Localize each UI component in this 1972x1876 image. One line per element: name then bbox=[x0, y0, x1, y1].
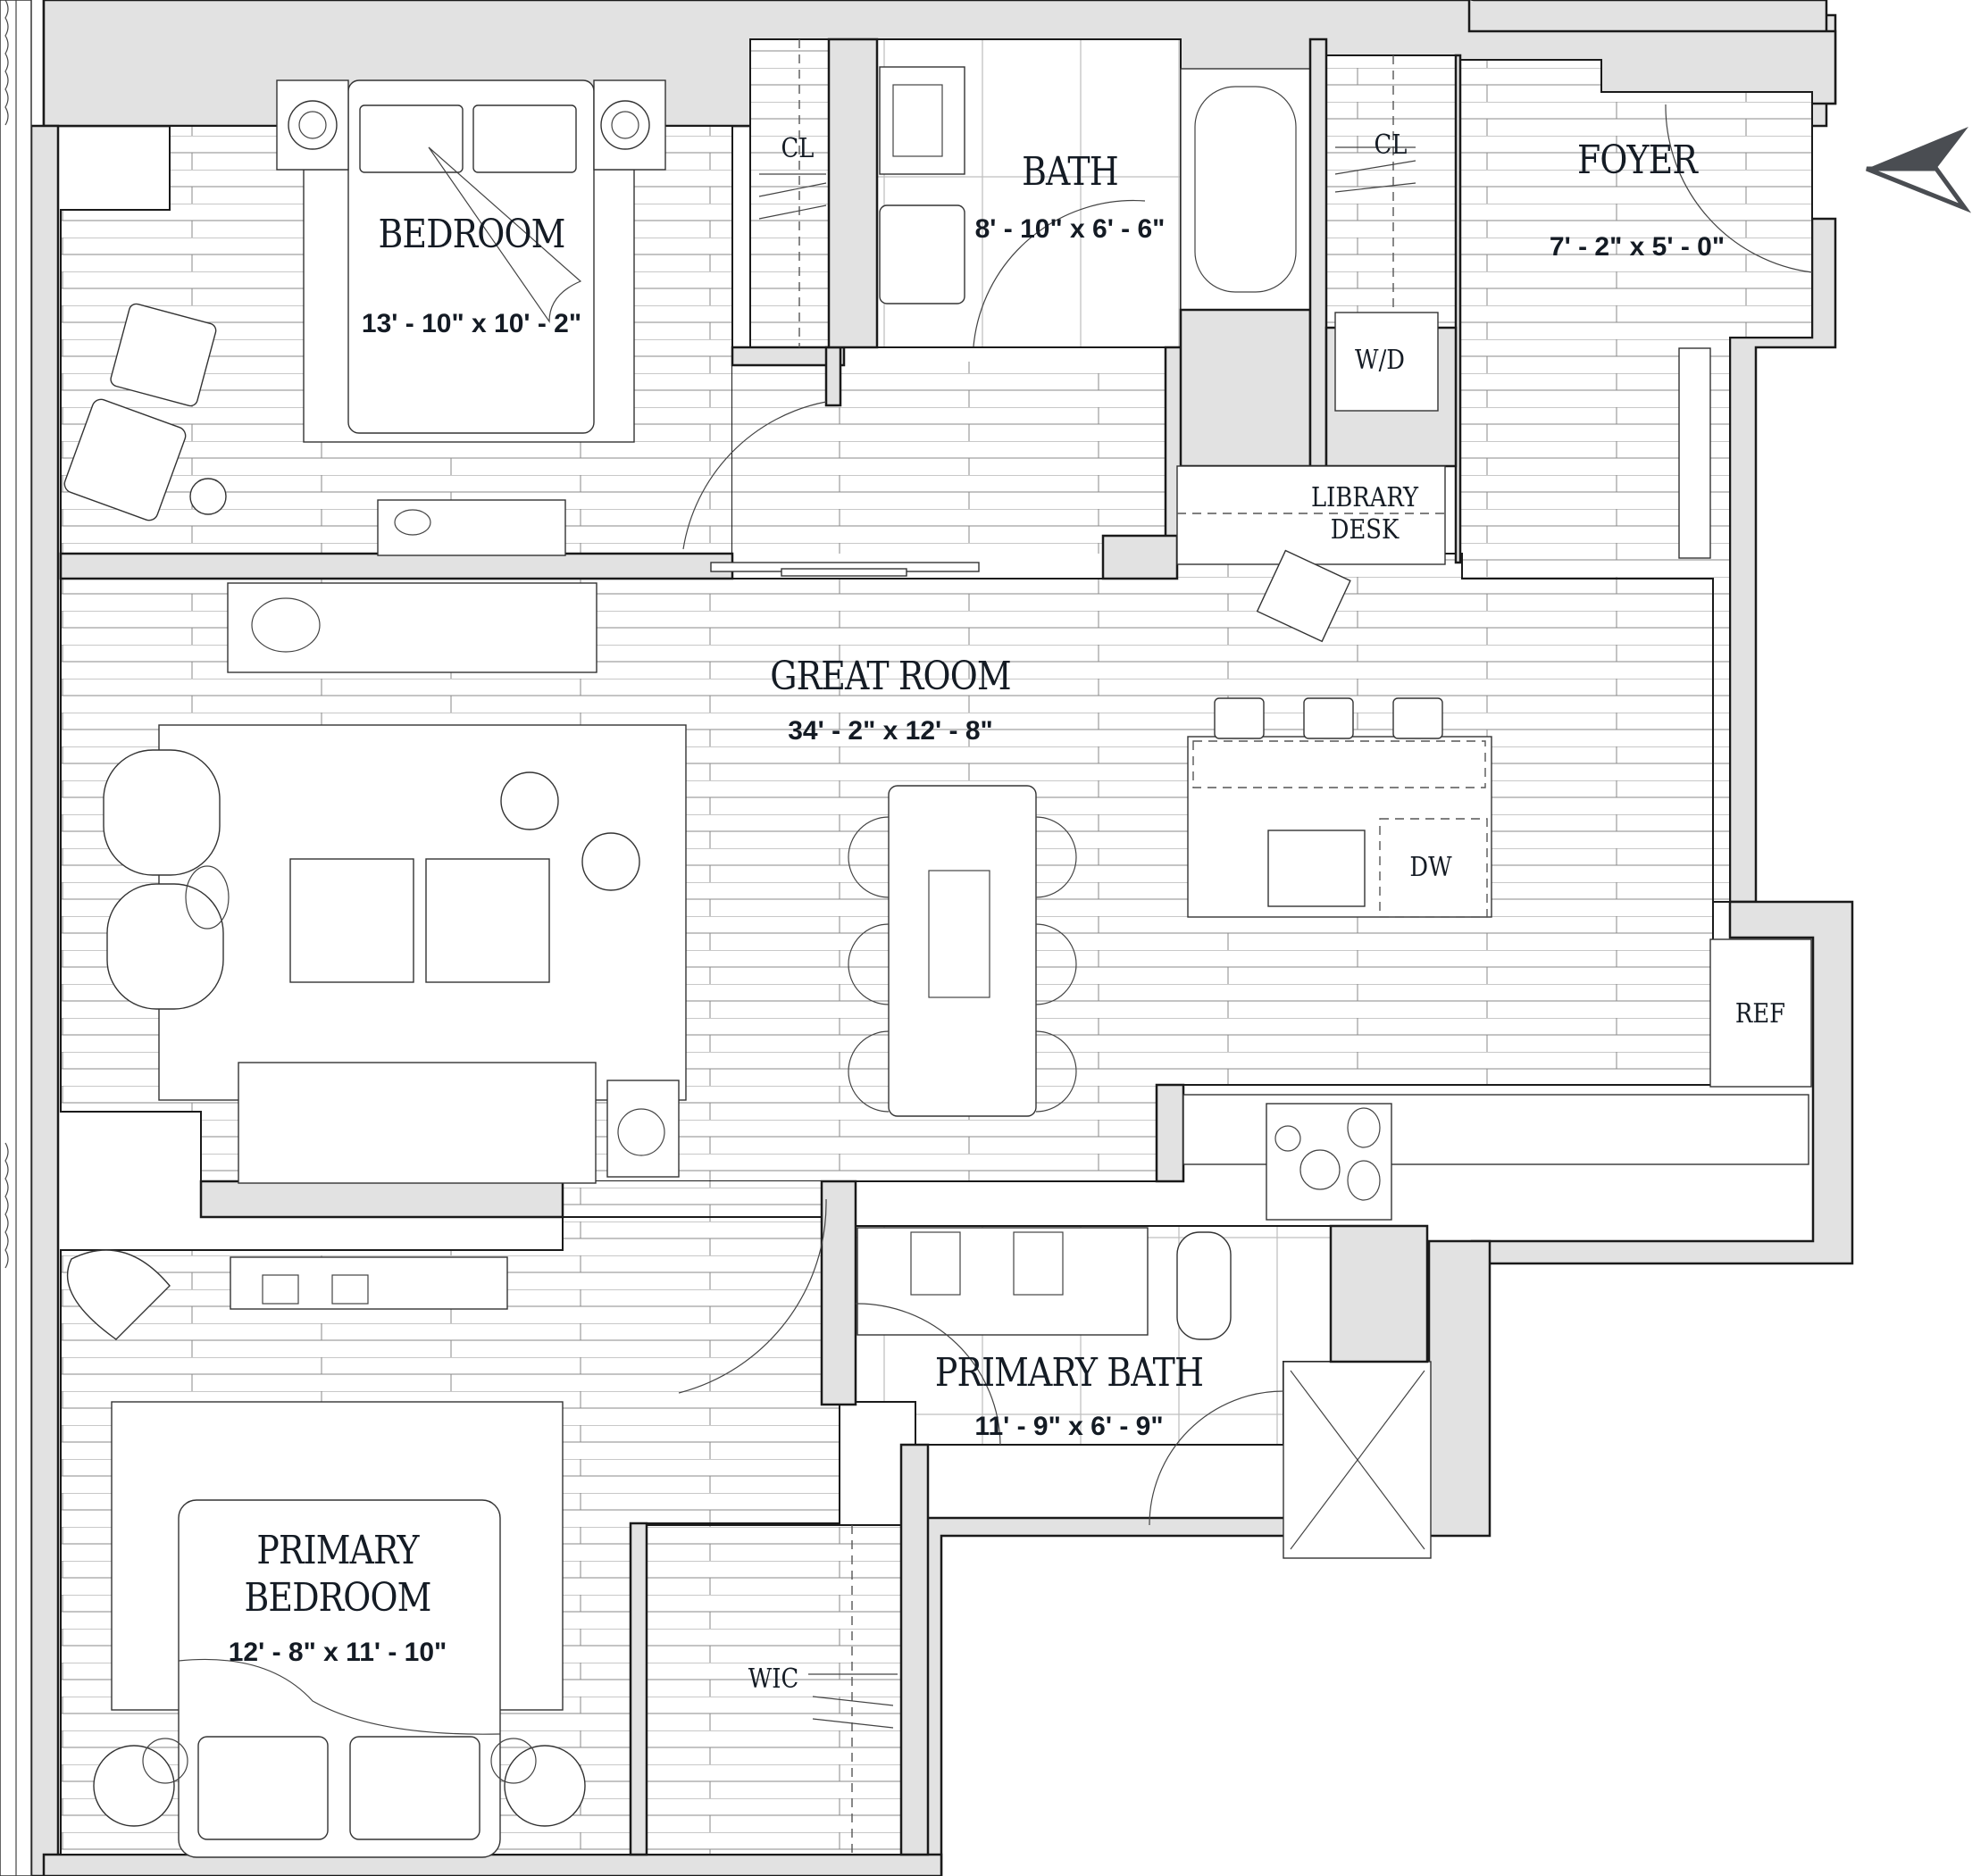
room-label-primary-bedroom-line2: BEDROOM bbox=[244, 1575, 431, 1621]
room-dim-foyer: 7' - 2" x 5' - 0" bbox=[1549, 232, 1726, 262]
bedroom-furniture bbox=[63, 79, 666, 556]
room-dim-bedroom: 13' - 10" x 10' - 2" bbox=[361, 309, 582, 338]
room-label-foyer: FOYER bbox=[1576, 138, 1698, 183]
room-label-bath: BATH bbox=[1022, 149, 1119, 195]
fixture-label-closet-2: CL bbox=[1374, 129, 1408, 161]
room-dim-primary-bedroom: 12' - 8" x 11' - 10" bbox=[228, 1638, 447, 1667]
bath-fixtures bbox=[879, 66, 1297, 347]
fixture-label-library-desk-line2: DESK bbox=[1330, 514, 1400, 546]
north-arrow-icon bbox=[1866, 127, 1972, 213]
door-swings bbox=[682, 104, 1813, 577]
room-label-primary-bedroom-line1: PRIMARY bbox=[256, 1528, 419, 1573]
fixture-label-refrigerator: REF bbox=[1734, 998, 1786, 1030]
fixture-label-library-desk-line1: LIBRARY bbox=[1310, 482, 1419, 513]
great-room-furniture bbox=[103, 347, 1812, 1221]
room-label-primary-bath: PRIMARY BATH bbox=[934, 1350, 1204, 1396]
room-label-bedroom: BEDROOM bbox=[378, 212, 565, 257]
room-dim-great-room: 34' - 2" x 12' - 8" bbox=[788, 716, 993, 746]
interior-walls bbox=[59, 38, 1462, 1856]
fixture-label-closet-1: CL bbox=[781, 133, 815, 164]
primary-bedroom-furniture bbox=[66, 1198, 827, 1858]
window-mullions bbox=[0, 0, 32, 1876]
fixture-label-walk-in-closet: WIC bbox=[748, 1663, 799, 1695]
fixture-label-washer-dryer: W/D bbox=[1355, 345, 1405, 376]
room-dim-primary-bath: 11' - 9" x 6' - 9" bbox=[974, 1412, 1164, 1441]
closet-rods bbox=[758, 39, 1439, 1855]
room-dim-bath: 8' - 10" x 6' - 6" bbox=[974, 214, 1166, 244]
primary-bath-fixtures bbox=[855, 1227, 1425, 1550]
room-label-great-room: GREAT ROOM bbox=[770, 654, 1011, 699]
fixture-label-dishwasher: DW bbox=[1409, 852, 1452, 883]
